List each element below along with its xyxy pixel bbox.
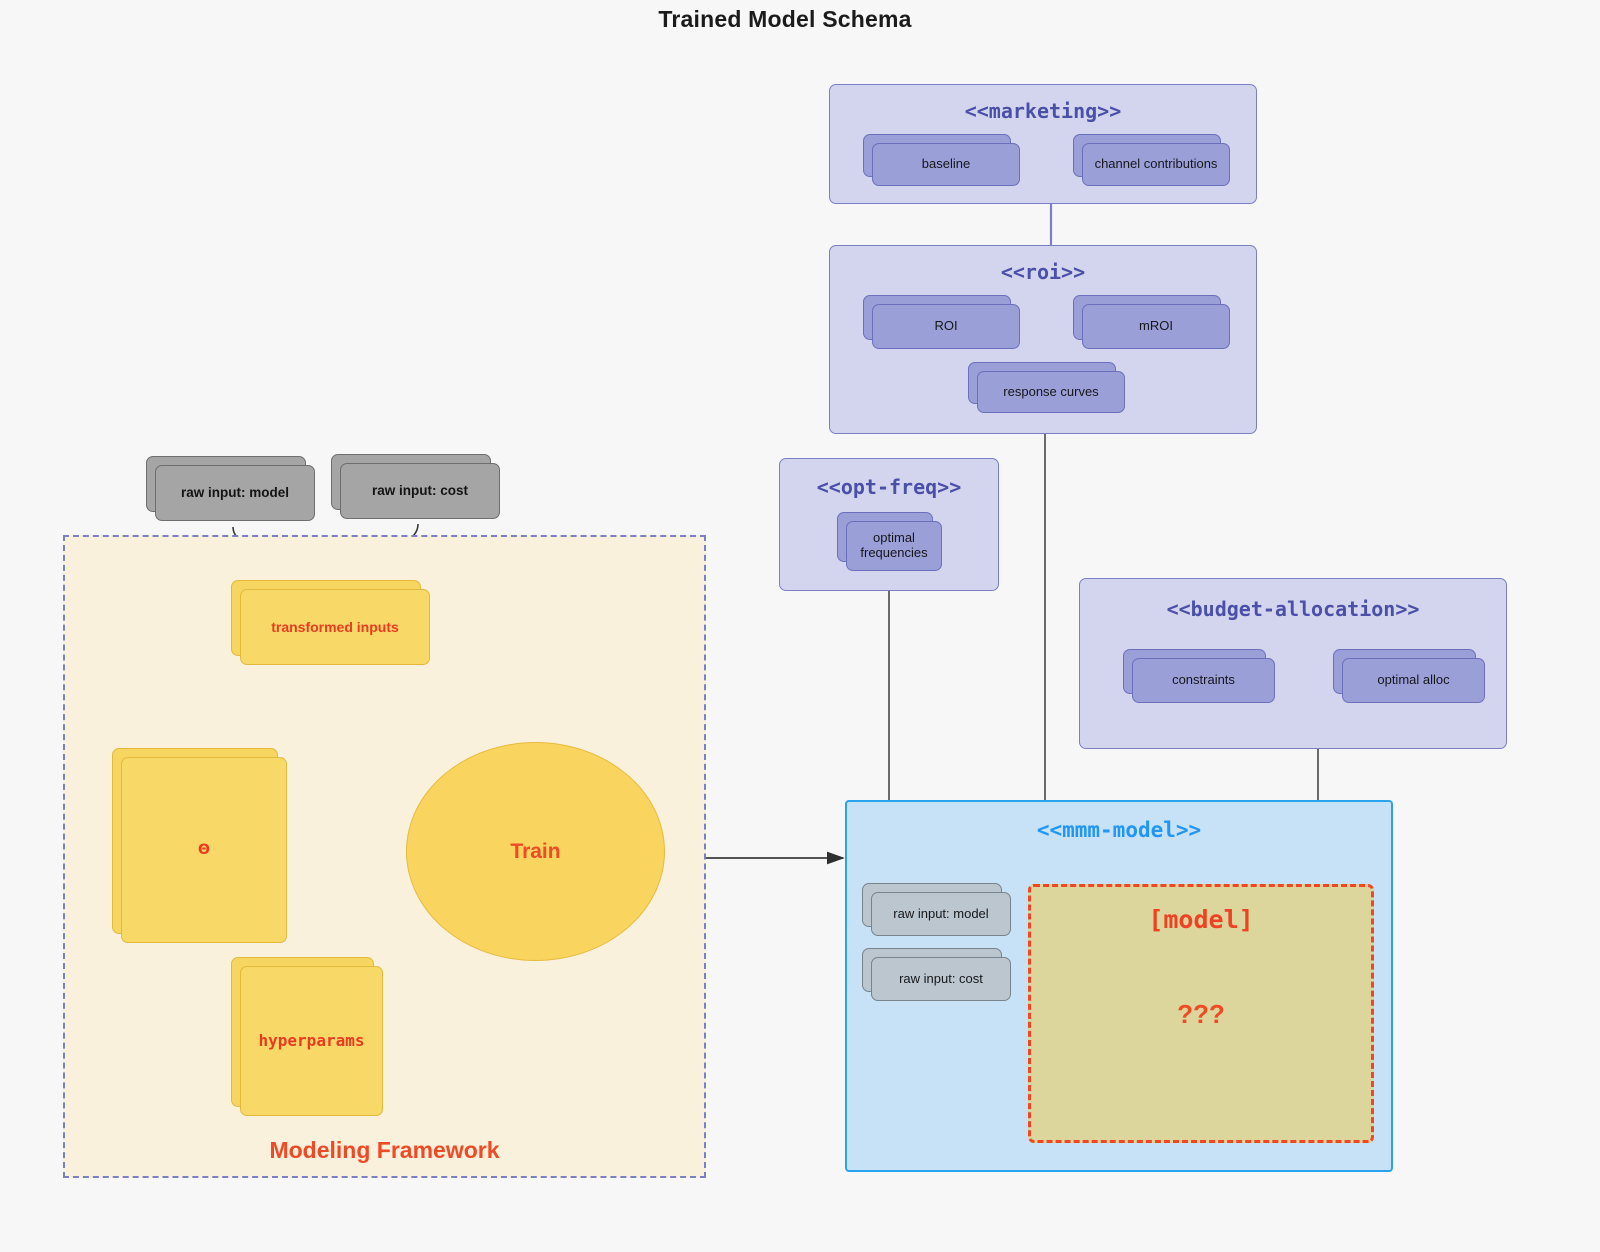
package-roi-title: <<roi>> <box>1000 260 1086 284</box>
package-mmm-model-title: <<mmm-model>> <box>1036 818 1202 842</box>
node-raw-input-cost-label: raw input: cost <box>340 463 500 519</box>
node-theta[interactable]: Θ <box>112 748 287 943</box>
model-slot-placeholder: ??? <box>1177 999 1225 1029</box>
modeling-framework-label: Modeling Framework <box>269 1137 500 1163</box>
model-slot[interactable]: [model] ??? <box>1028 884 1374 1143</box>
package-opt-freq[interactable]: <<opt-freq>> optimal frequencies <box>779 458 999 591</box>
node-optimal-alloc[interactable]: optimal alloc <box>1333 649 1485 703</box>
package-marketing-title: <<marketing>> <box>964 99 1122 123</box>
node-baseline-label: baseline <box>872 143 1020 186</box>
node-raw-input-model[interactable]: raw input: model <box>146 456 315 521</box>
node-constraints[interactable]: constraints <box>1123 649 1275 703</box>
node-transformed-inputs[interactable]: transformed inputs <box>231 580 430 665</box>
node-transformed-inputs-label: transformed inputs <box>240 589 430 665</box>
package-opt-freq-title: <<opt-freq>> <box>816 475 962 499</box>
package-mmm-model[interactable]: <<mmm-model>> raw input: model raw input… <box>845 800 1393 1172</box>
node-optimal-alloc-label: optimal alloc <box>1342 658 1485 703</box>
page-title: Trained Model Schema <box>658 6 912 32</box>
node-mmm-raw-input-cost-label: raw input: cost <box>871 957 1011 1001</box>
node-optimal-frequencies[interactable]: optimal frequencies <box>837 512 942 571</box>
node-train-label: Train <box>510 839 561 863</box>
node-mroi-label: mROI <box>1082 304 1230 349</box>
node-constraints-label: constraints <box>1132 658 1275 703</box>
node-response-curves[interactable]: response curves <box>968 362 1125 413</box>
node-channel-contributions[interactable]: channel contributions <box>1073 134 1230 186</box>
package-budget-allocation[interactable]: <<budget-allocation>> constraints optima… <box>1079 578 1507 749</box>
node-mmm-raw-input-model[interactable]: raw input: model <box>862 883 1011 936</box>
node-response-curves-label: response curves <box>977 371 1125 413</box>
node-mroi[interactable]: mROI <box>1073 295 1230 349</box>
node-roi-label: ROI <box>872 304 1020 349</box>
node-raw-input-model-label: raw input: model <box>155 465 315 521</box>
node-raw-input-cost[interactable]: raw input: cost <box>331 454 500 519</box>
node-theta-label: Θ <box>121 757 287 943</box>
node-hyperparams-label: hyperparams <box>240 966 383 1116</box>
package-marketing[interactable]: <<marketing>> baseline channel contribut… <box>829 84 1257 204</box>
model-slot-title: [model] <box>1148 905 1254 934</box>
node-roi[interactable]: ROI <box>863 295 1020 349</box>
node-hyperparams[interactable]: hyperparams <box>231 957 383 1116</box>
node-mmm-raw-input-model-label: raw input: model <box>871 892 1011 936</box>
node-train[interactable]: Train <box>406 742 665 961</box>
node-optimal-frequencies-label: optimal frequencies <box>846 521 942 571</box>
package-budget-allocation-title: <<budget-allocation>> <box>1166 597 1420 621</box>
node-mmm-raw-input-cost[interactable]: raw input: cost <box>862 948 1011 1001</box>
node-baseline[interactable]: baseline <box>863 134 1020 186</box>
node-channel-contributions-label: channel contributions <box>1082 143 1230 186</box>
package-roi[interactable]: <<roi>> ROI mROI response curves <box>829 245 1257 434</box>
